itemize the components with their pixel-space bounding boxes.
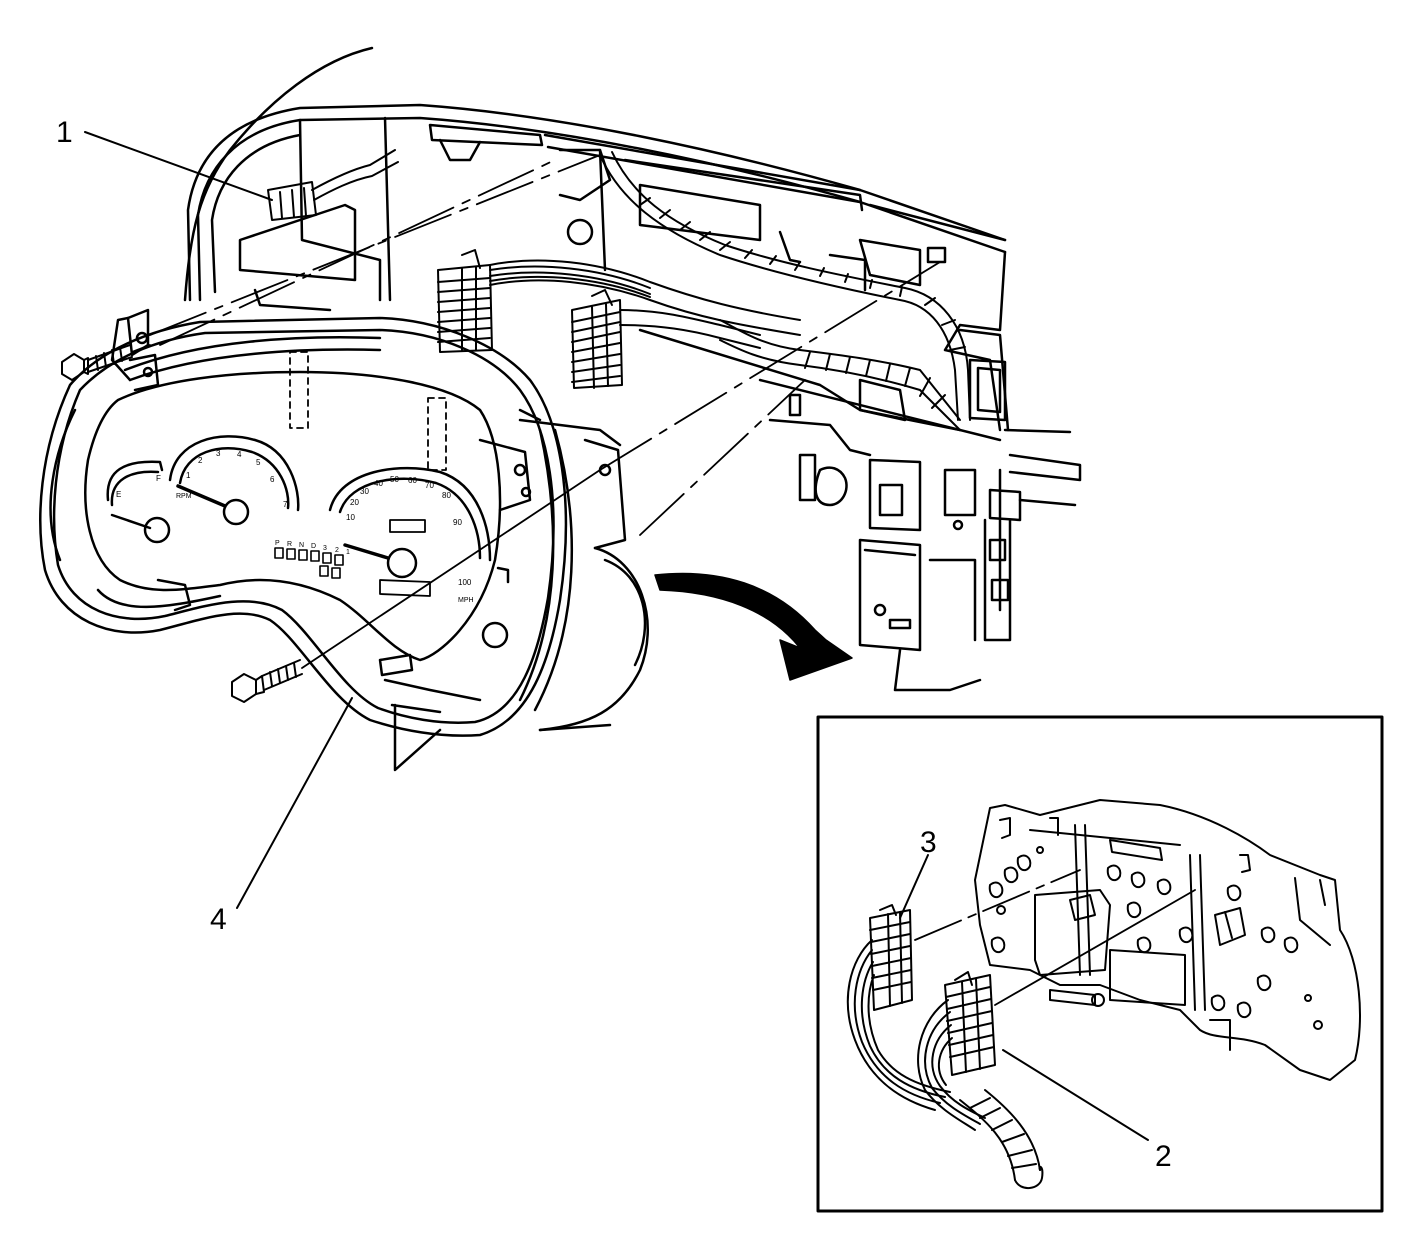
callout-3: 3 (920, 826, 937, 859)
tach-mark-5: 5 (256, 458, 261, 467)
wiring-harness (489, 151, 971, 431)
speedo-mark-70: 70 (425, 481, 434, 490)
prndl-n: N (299, 542, 304, 549)
prndl-3: 3 (323, 545, 327, 552)
gauge-lettering: E F 1 2 3 4 5 6 7 RPM 10 20 30 40 50 60 … (116, 449, 474, 604)
cluster-rear-view (974, 799, 1361, 1081)
tach-unit: RPM (176, 493, 192, 500)
fuel-mark-e: E (116, 490, 121, 499)
inset-alignment-lines (914, 869, 1081, 941)
alignment-lines (149, 154, 941, 536)
speedo-mark-80: 80 (442, 491, 451, 500)
callout-4: 4 (210, 903, 227, 936)
detail-inset-frame (816, 715, 1384, 1213)
speedo-mark-50: 50 (390, 475, 399, 484)
tach-mark-1: 1 (186, 471, 191, 480)
instrument-cluster (39, 308, 649, 772)
tach-mark-3: 3 (216, 449, 221, 458)
bolt-lower-left (231, 659, 303, 703)
fuel-mark-f: F (156, 474, 161, 483)
prndl-r: R (287, 541, 292, 548)
speedo-mark-30: 30 (360, 487, 369, 496)
connector-3 (846, 904, 951, 1111)
prndl-p: P (275, 540, 280, 547)
connector-2 (917, 971, 1044, 1189)
speedo-mark-40: 40 (374, 479, 383, 488)
callout-1: 1 (56, 116, 73, 149)
leader-4 (236, 697, 353, 909)
prndl-2: 2 (335, 547, 339, 554)
dashboard-carrier (183, 46, 1082, 692)
leader-3 (899, 854, 929, 919)
removal-direction-arrow (654, 572, 853, 681)
tach-mark-7: 7 (283, 500, 288, 509)
leader-2 (1002, 1049, 1149, 1141)
tach-mark-2: 2 (198, 456, 203, 465)
inset-connector-line (994, 889, 1196, 1006)
bolt-upper-left (61, 344, 133, 381)
callout-2: 2 (1155, 1140, 1172, 1173)
speedo-unit: MPH (458, 597, 474, 604)
dash-connector-b (571, 289, 623, 389)
prndl-d: D (311, 543, 316, 550)
harness-connector-1 (267, 149, 399, 221)
speedo-mark-60: 60 (408, 476, 417, 485)
speedo-mark-10: 10 (346, 513, 355, 522)
speedo-mark-100: 100 (458, 578, 472, 587)
prndl-1: 1 (346, 549, 350, 556)
speedo-mark-90: 90 (453, 518, 462, 527)
leader-1 (84, 131, 273, 201)
tach-mark-6: 6 (270, 475, 275, 484)
bolt-alignment-lines (131, 344, 601, 669)
leader-lines (84, 131, 1149, 1141)
speedo-mark-20: 20 (350, 498, 359, 507)
tach-mark-4: 4 (237, 450, 242, 459)
